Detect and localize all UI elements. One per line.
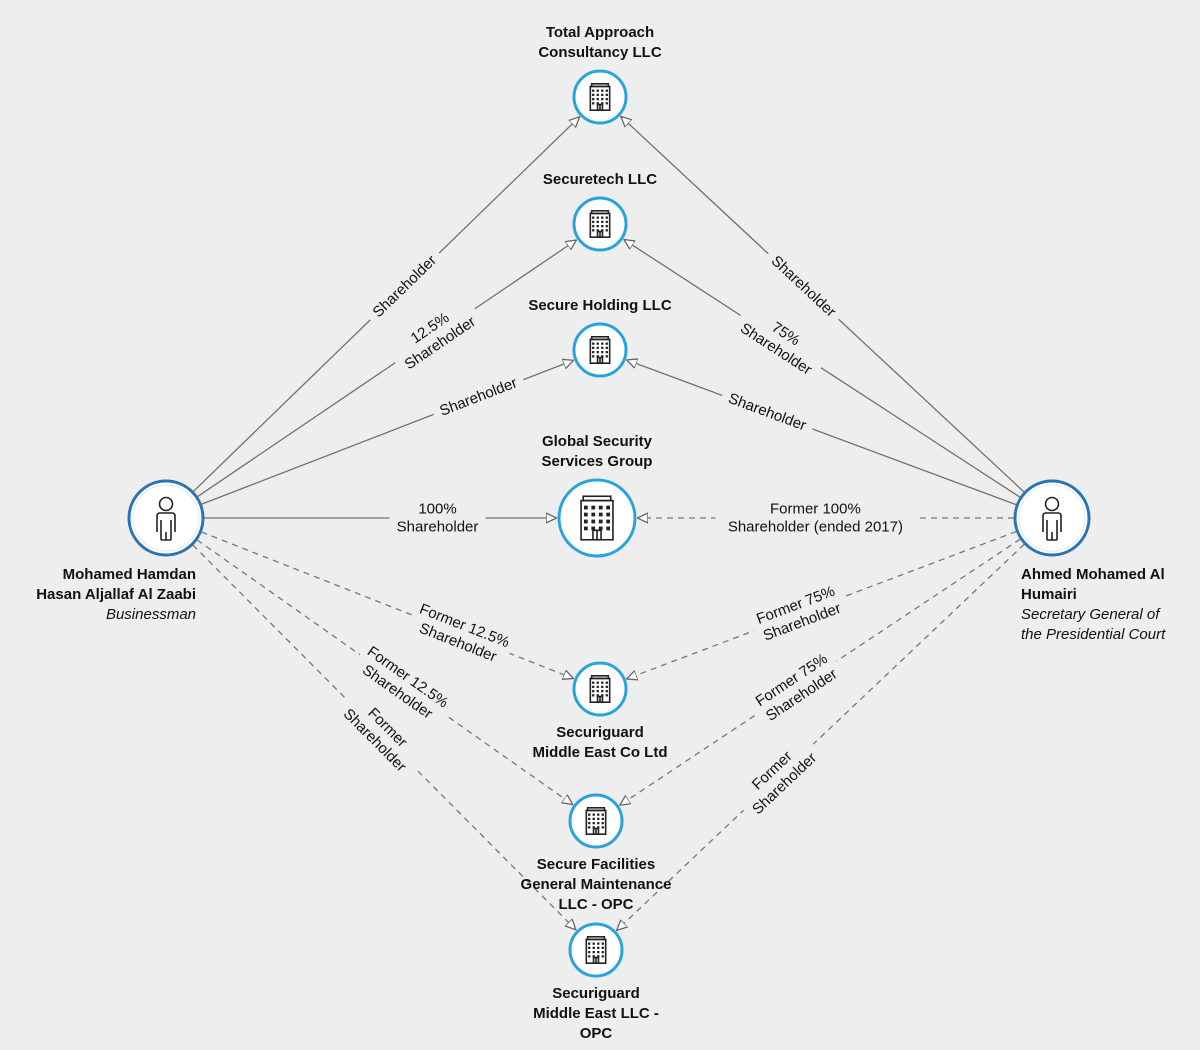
building-icon <box>589 83 611 112</box>
person-name: Ahmed Mohamed Al <box>1021 566 1165 583</box>
building-icon <box>580 495 614 541</box>
company-ring <box>572 322 628 378</box>
person-icon <box>156 496 176 541</box>
company-name: Services Group <box>542 453 653 470</box>
person-role: Secretary General of <box>1021 606 1161 623</box>
edge-humairi-to-securetech <box>624 240 1021 498</box>
company-name: Securiguard <box>552 985 640 1002</box>
person-role: the Presidential Court <box>1021 626 1166 643</box>
edge-humairi-to-securiguard_me_llc <box>617 543 1025 930</box>
edge-label-background <box>349 638 457 730</box>
edge-label-humairi-to-securiguard_me_co: Former 75%Shareholder <box>746 578 851 648</box>
company-name: Consultancy LLC <box>538 44 662 61</box>
edge-label-background <box>362 245 446 327</box>
edge-label-text: Shareholder (ended 2017) <box>728 519 903 536</box>
person-name: Mohamed Hamdan <box>63 566 196 583</box>
edge-label-humairi-to-global_security: Former 100%Shareholder (ended 2017) <box>715 498 916 536</box>
person-role: Businessman <box>106 606 196 623</box>
company-name: General Maintenance <box>521 876 672 893</box>
building-icon <box>589 674 611 704</box>
building-icon <box>585 806 607 836</box>
person-name: Humairi <box>1021 586 1077 603</box>
edge-label-background <box>406 596 517 671</box>
edge-label-humairi-to-securetech: 75%Shareholder <box>730 298 832 383</box>
edge-label-background <box>334 685 430 781</box>
company-name: Securiguard <box>556 724 644 741</box>
company-name: Total Approach <box>546 24 654 41</box>
edge-label-text: 100% <box>418 501 456 518</box>
edge-label-text: Shareholder <box>397 519 479 536</box>
edge-zaabi-to-securiguard_me_llc <box>192 544 576 930</box>
edge-label-zaabi-to-securetech: 12.5%Shareholder <box>384 292 485 378</box>
edge-label-background <box>429 369 527 423</box>
building-icon <box>589 210 611 239</box>
edge-label-humairi-to-secure_facilities: Former 75%Shareholder <box>745 644 847 730</box>
company-ring <box>572 196 628 252</box>
company-ring <box>568 793 624 849</box>
edge-label-background <box>729 729 826 824</box>
company-name: Secure Holding LLC <box>528 297 672 314</box>
company-ring <box>557 478 637 558</box>
edge-label-background <box>762 245 847 326</box>
edge-zaabi-to-securiguard_me_co <box>201 531 573 678</box>
person-ring <box>1013 479 1091 557</box>
person-name: Hasan Aljallaf Al Zaabi <box>36 586 196 603</box>
company-name: OPC <box>580 1025 613 1042</box>
edge-zaabi-to-securetech <box>197 240 576 498</box>
edge-label-text: Former 100% <box>770 501 861 518</box>
edge-label-background <box>730 298 832 383</box>
company-name: Securetech LLC <box>543 171 657 188</box>
building-icon <box>589 335 611 365</box>
edge-humairi-to-securiguard_me_co <box>627 530 1017 678</box>
person-inner-ring <box>132 484 200 552</box>
building-icon <box>585 935 607 965</box>
company-name: Middle East LLC - <box>533 1005 659 1022</box>
edge-label-background <box>389 498 486 536</box>
company-name: LLC - OPC <box>559 896 634 913</box>
person-inner-ring <box>1018 484 1086 552</box>
person-icon <box>1042 496 1062 541</box>
edge-label-background <box>384 292 485 378</box>
company-ring <box>572 661 628 717</box>
company-name: Middle East Co Ltd <box>533 744 668 761</box>
edge-humairi-to-secure_facilities <box>620 538 1021 805</box>
edge-label-text: Shareholder <box>369 252 440 321</box>
company-name: Secure Facilities <box>537 856 655 873</box>
edge-label-background <box>719 385 817 438</box>
person-ring <box>127 479 205 557</box>
company-node-securetech[interactable]: Securetech LLC <box>543 171 657 252</box>
edge-label-background <box>745 644 847 730</box>
company-name: Global Security <box>542 433 653 450</box>
edge-label-zaabi-to-securiguard_me_co: Former 12.5%Shareholder <box>406 596 517 671</box>
edge-label-zaabi-to-secure_holding: Shareholder <box>429 369 527 423</box>
company-node-secure-holding[interactable]: Secure Holding LLC <box>528 297 672 378</box>
edge-label-zaabi-to-global_security: 100%Shareholder <box>389 498 486 536</box>
edge-label-background <box>746 578 851 648</box>
company-ring <box>568 922 624 978</box>
edge-label-background <box>715 498 916 536</box>
edge-humairi-to-secure_holding <box>627 360 1017 506</box>
company-ring <box>572 69 628 125</box>
edge-label-text: Shareholder <box>768 252 839 320</box>
edge-label-humairi-to-total_approach: Shareholder <box>762 245 847 326</box>
edge-label-humairi-to-secure_holding: Shareholder <box>719 385 817 438</box>
